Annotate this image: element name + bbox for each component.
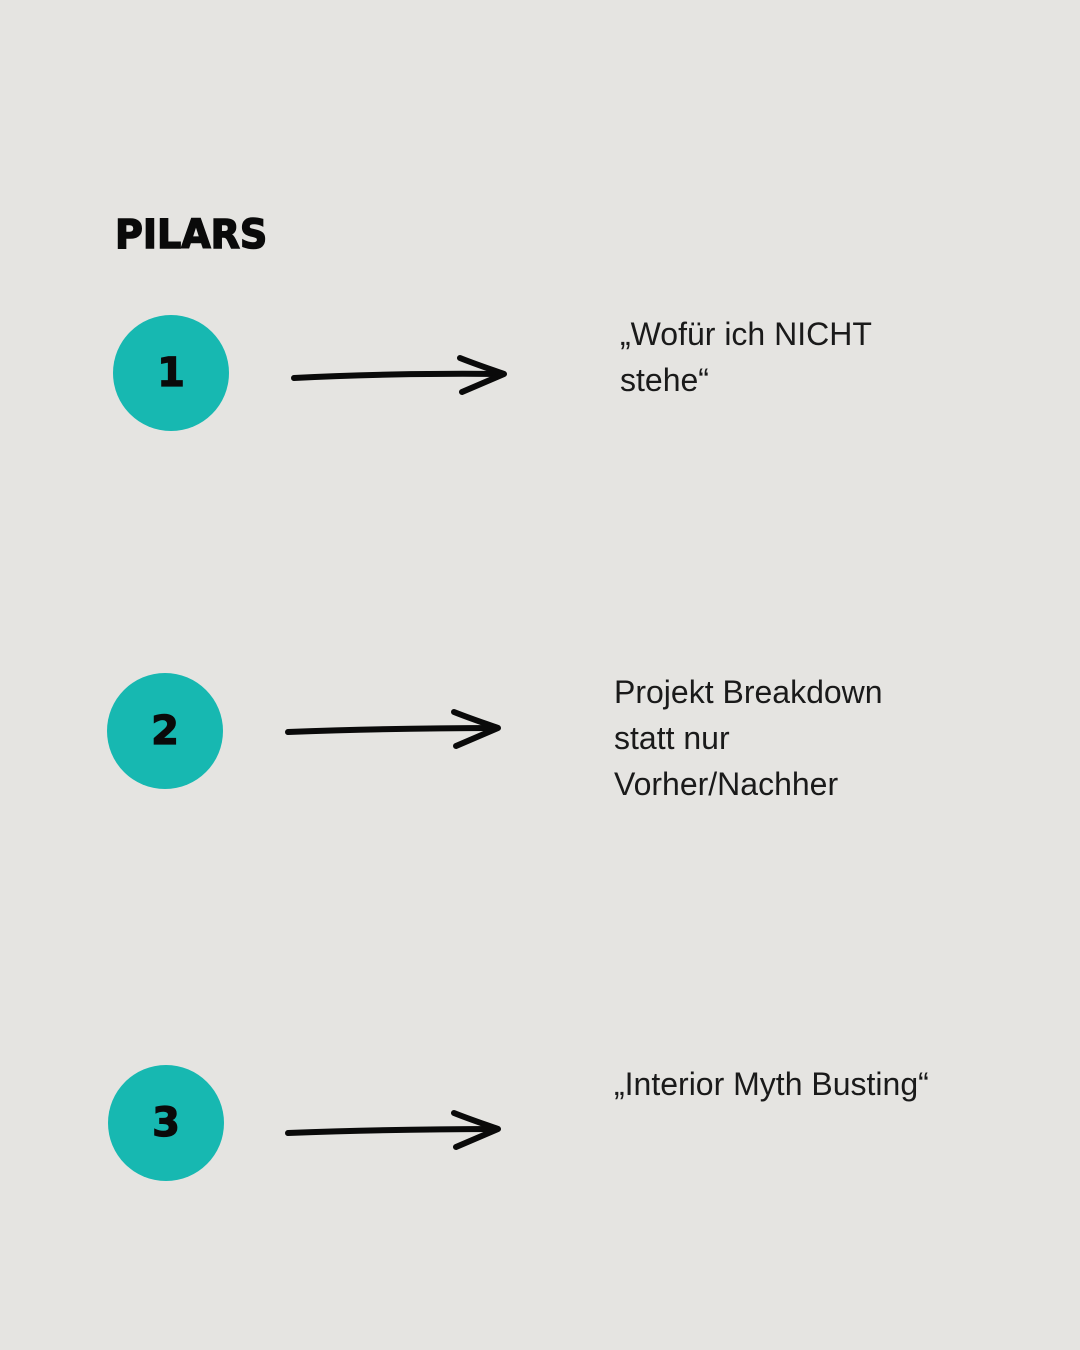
pillar-2-number-badge: 2 [107,673,223,789]
pillar-1-number: 1 [156,349,185,396]
arrow-right-icon [285,709,501,749]
pillar-2-number: 2 [150,707,179,754]
pillar-2-text: Projekt Breakdown statt nur Vorher/Nachh… [614,674,883,802]
pillar-3-number: 3 [151,1099,180,1146]
pillar-1-text: „Wofür ich NICHT stehe“ [620,316,872,398]
pillar-3-number-badge: 3 [108,1065,224,1181]
pillar-3-text: „Interior Myth Busting“ [614,1066,929,1102]
arrow-right-icon [291,355,507,395]
pillar-1-number-badge: 1 [113,315,229,431]
arrow-right-icon [285,1110,501,1150]
page-title: PILARS [114,211,268,259]
